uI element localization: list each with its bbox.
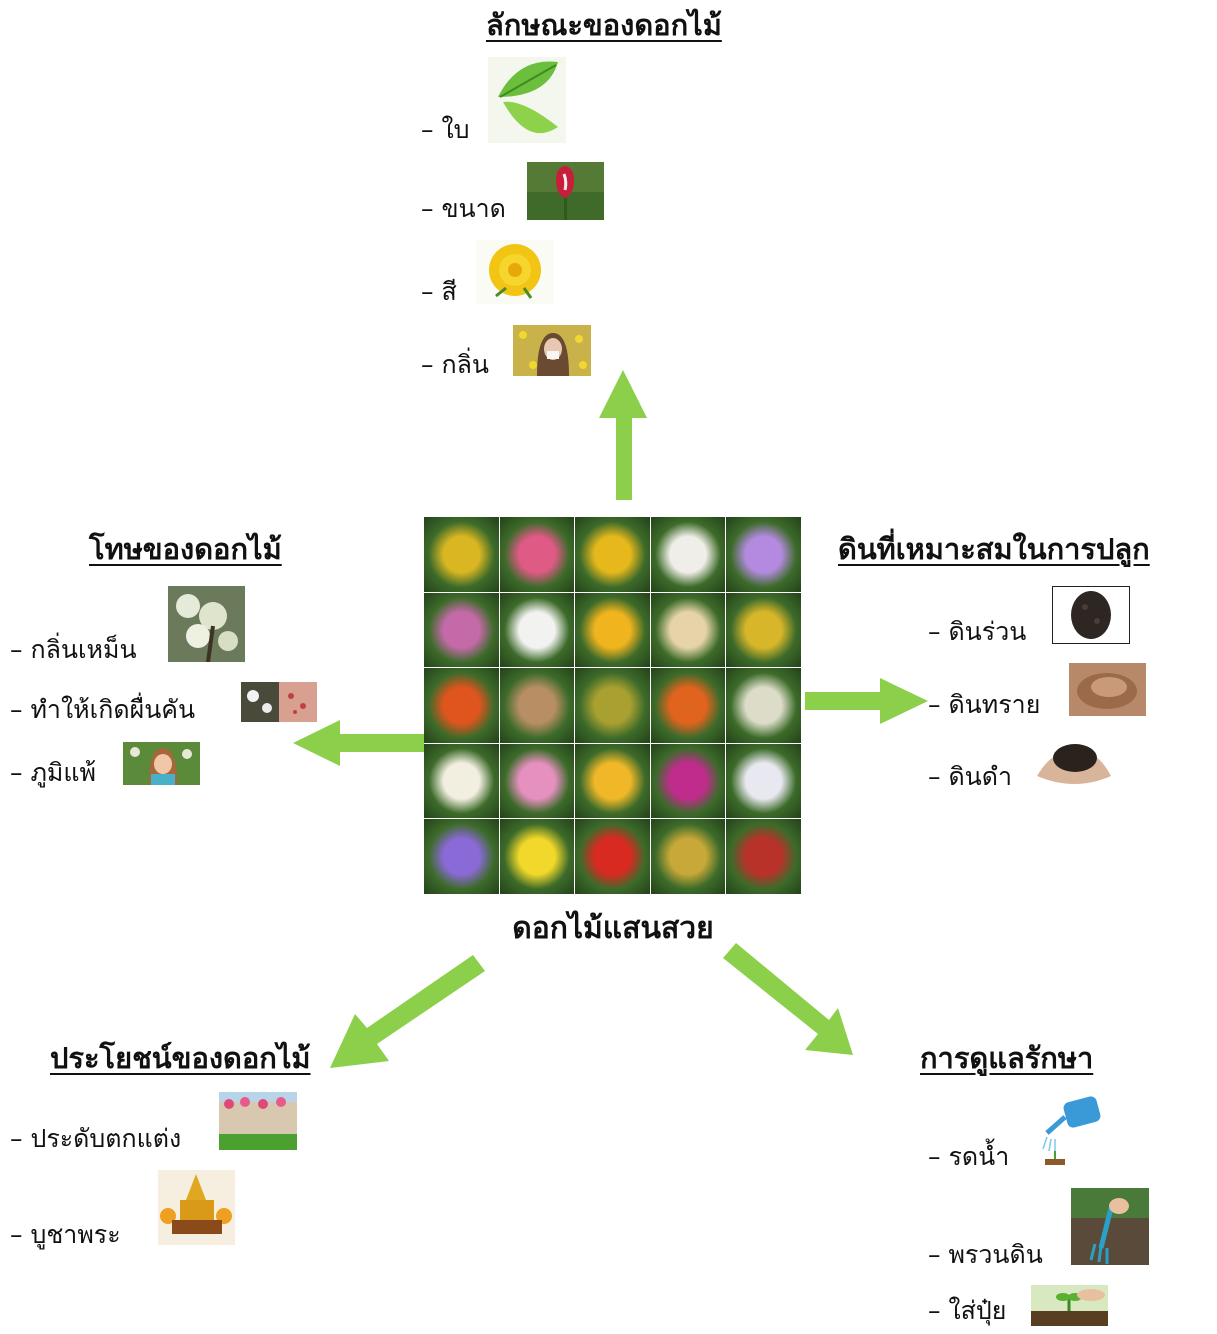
white-blossom-tree-icon	[168, 586, 245, 662]
soil-item-black: – ดินดำ	[928, 762, 1013, 791]
flower-tile	[499, 517, 575, 592]
flower-tile	[726, 819, 801, 894]
benefits-item-worship: – บูชาพระ	[10, 1220, 121, 1249]
decorate-image	[219, 1092, 297, 1150]
flower-tile	[575, 668, 650, 743]
characteristics-item-size: – ขนาด	[421, 194, 506, 223]
tilling-image	[1071, 1188, 1149, 1265]
flower-tile	[424, 592, 499, 668]
soil-item-loam: – ดินร่วน	[928, 617, 1027, 646]
flower-tile	[575, 743, 650, 819]
flower-tile	[726, 743, 801, 819]
benefits-item-decorate: – ประดับตกแต่ง	[10, 1124, 182, 1153]
allergy-image	[123, 742, 200, 785]
soil-heading: ดินที่เหมาะสมในการปลูก	[838, 532, 1150, 566]
flower-tile	[424, 819, 499, 894]
flower-tile	[650, 592, 726, 668]
flower-tile	[499, 743, 575, 819]
watering-image	[1033, 1093, 1111, 1169]
yellow-flower-image	[476, 240, 554, 304]
flower-tile	[424, 517, 499, 592]
flower-tile	[499, 819, 575, 894]
flower-collage	[424, 517, 802, 895]
benefits-heading: ประโยชน์ของดอกไม้	[50, 1041, 311, 1075]
fertilize-image	[1031, 1285, 1108, 1326]
flower-tile	[650, 668, 726, 743]
sniffing-woman-icon	[513, 325, 591, 376]
flower-tile	[650, 743, 726, 819]
rash-image	[241, 682, 317, 722]
harms-heading: โทษของดอกไม้	[89, 532, 282, 566]
black-soil-icon	[1035, 736, 1113, 787]
sandy-soil-icon	[1069, 663, 1146, 716]
care-item-fertilize: – ใส่ปุ๋ย	[928, 1296, 1007, 1325]
leaf-image	[488, 57, 566, 143]
bad-smell-image	[168, 586, 245, 662]
flower-tile	[575, 592, 650, 668]
harms-item-allergy: – ภูมิแพ้	[10, 758, 96, 787]
center-title: ดอกไม้แสนสวย	[512, 911, 714, 946]
flower-tile	[575, 819, 650, 894]
worship-image	[158, 1170, 235, 1245]
flower-tile	[726, 668, 801, 743]
rash-icon	[241, 682, 317, 722]
soil-item-sand: – ดินทราย	[928, 690, 1041, 719]
arrow-down-right	[723, 943, 853, 1055]
seedling-icon	[1031, 1285, 1108, 1326]
characteristics-heading: ลักษณะของดอกไม้	[486, 8, 722, 42]
arrow-up	[599, 370, 647, 500]
characteristics-item-smell: – กลิ่น	[421, 350, 489, 379]
shrine-icon	[158, 1170, 235, 1245]
flower-tile	[499, 592, 575, 668]
care-heading: การดูแลรักษา	[920, 1041, 1094, 1075]
arrow-down-left	[330, 955, 485, 1068]
characteristics-item-color: – สี	[421, 277, 457, 306]
loam-soil-icon	[1053, 587, 1129, 643]
loam-image	[1052, 586, 1130, 644]
harms-item-rash: – ทำให้เกิดผื่นคัน	[10, 695, 196, 724]
arrow-right	[805, 678, 928, 724]
characteristics-item-leaf: – ใบ	[421, 115, 470, 144]
flower-tile	[575, 517, 650, 592]
tulip-image	[527, 162, 604, 220]
flower-tile	[424, 668, 499, 743]
sand-image	[1069, 663, 1146, 716]
tulip-icon	[527, 162, 604, 220]
yellow-flower-icon	[476, 240, 554, 304]
garden-fence-icon	[219, 1092, 297, 1150]
care-item-water: – รดน้ำ	[928, 1142, 1010, 1171]
care-item-till: – พรวนดิน	[928, 1240, 1043, 1269]
watering-can-icon	[1033, 1093, 1111, 1169]
black-soil-image	[1035, 736, 1113, 787]
flower-tile	[726, 592, 801, 668]
flower-tile	[424, 743, 499, 819]
arrow-left	[293, 720, 424, 766]
flower-tile	[726, 517, 801, 592]
flower-tile	[650, 517, 726, 592]
flower-tile	[499, 668, 575, 743]
smell-image	[513, 325, 591, 376]
leaf-icon	[488, 57, 566, 143]
flower-tile	[650, 819, 726, 894]
garden-fork-icon	[1071, 1188, 1149, 1265]
sneezing-woman-icon	[123, 742, 200, 785]
harms-item-bad-smell: – กลิ่นเหม็น	[10, 635, 137, 664]
